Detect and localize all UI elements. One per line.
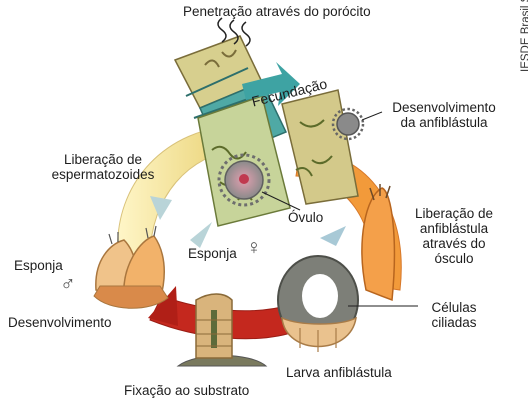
male-symbol: ♂ xyxy=(60,272,76,296)
label-esponja-center: Esponja xyxy=(188,246,237,261)
label-liberacao-espermatozoides: Liberação de espermatozoides xyxy=(38,152,168,182)
sponge-tube-right xyxy=(282,90,363,204)
cycle-arrowhead-blue xyxy=(320,226,346,246)
label-fixacao: Fixação ao substrato xyxy=(124,383,249,398)
label-desenvolvimento-anfiblastula: Desenvolvimento da anfiblástula xyxy=(380,100,508,130)
image-credit: IESDE Brasil S.A. xyxy=(520,0,528,72)
label-larva-anfiblastula: Larva anfiblástula xyxy=(286,365,392,380)
label-celulas-ciliadas: Células ciliadas xyxy=(418,300,490,330)
cycle-arrowhead-left xyxy=(190,222,212,248)
label-penetracao: Penetração através do porócito xyxy=(183,4,371,19)
leader-line-desenv xyxy=(362,112,382,120)
label-desenvolvimento: Desenvolvimento xyxy=(8,315,112,330)
female-symbol: ♀ xyxy=(246,236,262,260)
label-esponja-left: Esponja xyxy=(14,258,63,273)
label-ovulo: Óvulo xyxy=(288,210,323,225)
label-liberacao-anfiblastula: Liberação de anfiblástula através do ósc… xyxy=(398,206,510,266)
